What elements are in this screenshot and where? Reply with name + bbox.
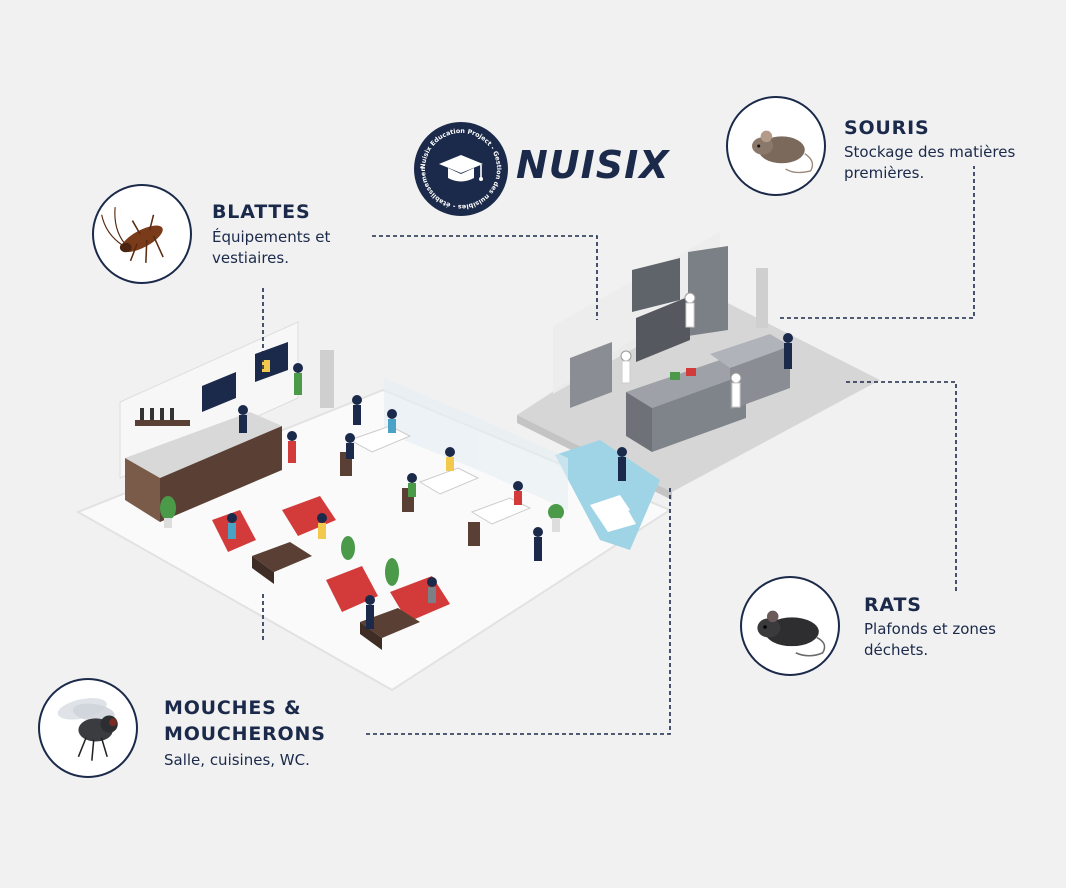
mouches-desc-1: Salle, cuisines, WC. xyxy=(164,751,310,769)
souris-title: SOURIS xyxy=(844,117,930,139)
blattes-title: BLATTES xyxy=(212,201,311,223)
kitchen-island xyxy=(626,360,746,408)
mouches-title-2: MOUCHERONS xyxy=(164,723,326,745)
rats-desc-1: Plafonds et zones xyxy=(864,620,996,638)
mouches-title-1: MOUCHES & xyxy=(164,697,302,719)
rat-icon xyxy=(740,576,840,676)
connector-lines xyxy=(262,166,975,735)
cockroach-icon xyxy=(92,184,192,284)
blattes-desc-1: Équipements et xyxy=(212,228,331,246)
people xyxy=(227,292,793,629)
fly-icon xyxy=(38,678,138,778)
blattes-desc-2: vestiaires. xyxy=(212,249,289,267)
logo-badge: Nuisix Education Project - Gestion des n… xyxy=(412,116,508,216)
mouse-icon xyxy=(726,96,826,196)
graduation-cap-icon: Nuisix Education Project - Gestion des n… xyxy=(412,116,503,211)
souris-desc-1: Stockage des matières xyxy=(844,143,1016,161)
souris-desc-2: premières. xyxy=(844,164,925,182)
rats-title: RATS xyxy=(864,594,922,616)
brand-name: NUISIX xyxy=(516,143,670,187)
rats-desc-2: déchets. xyxy=(864,641,929,659)
